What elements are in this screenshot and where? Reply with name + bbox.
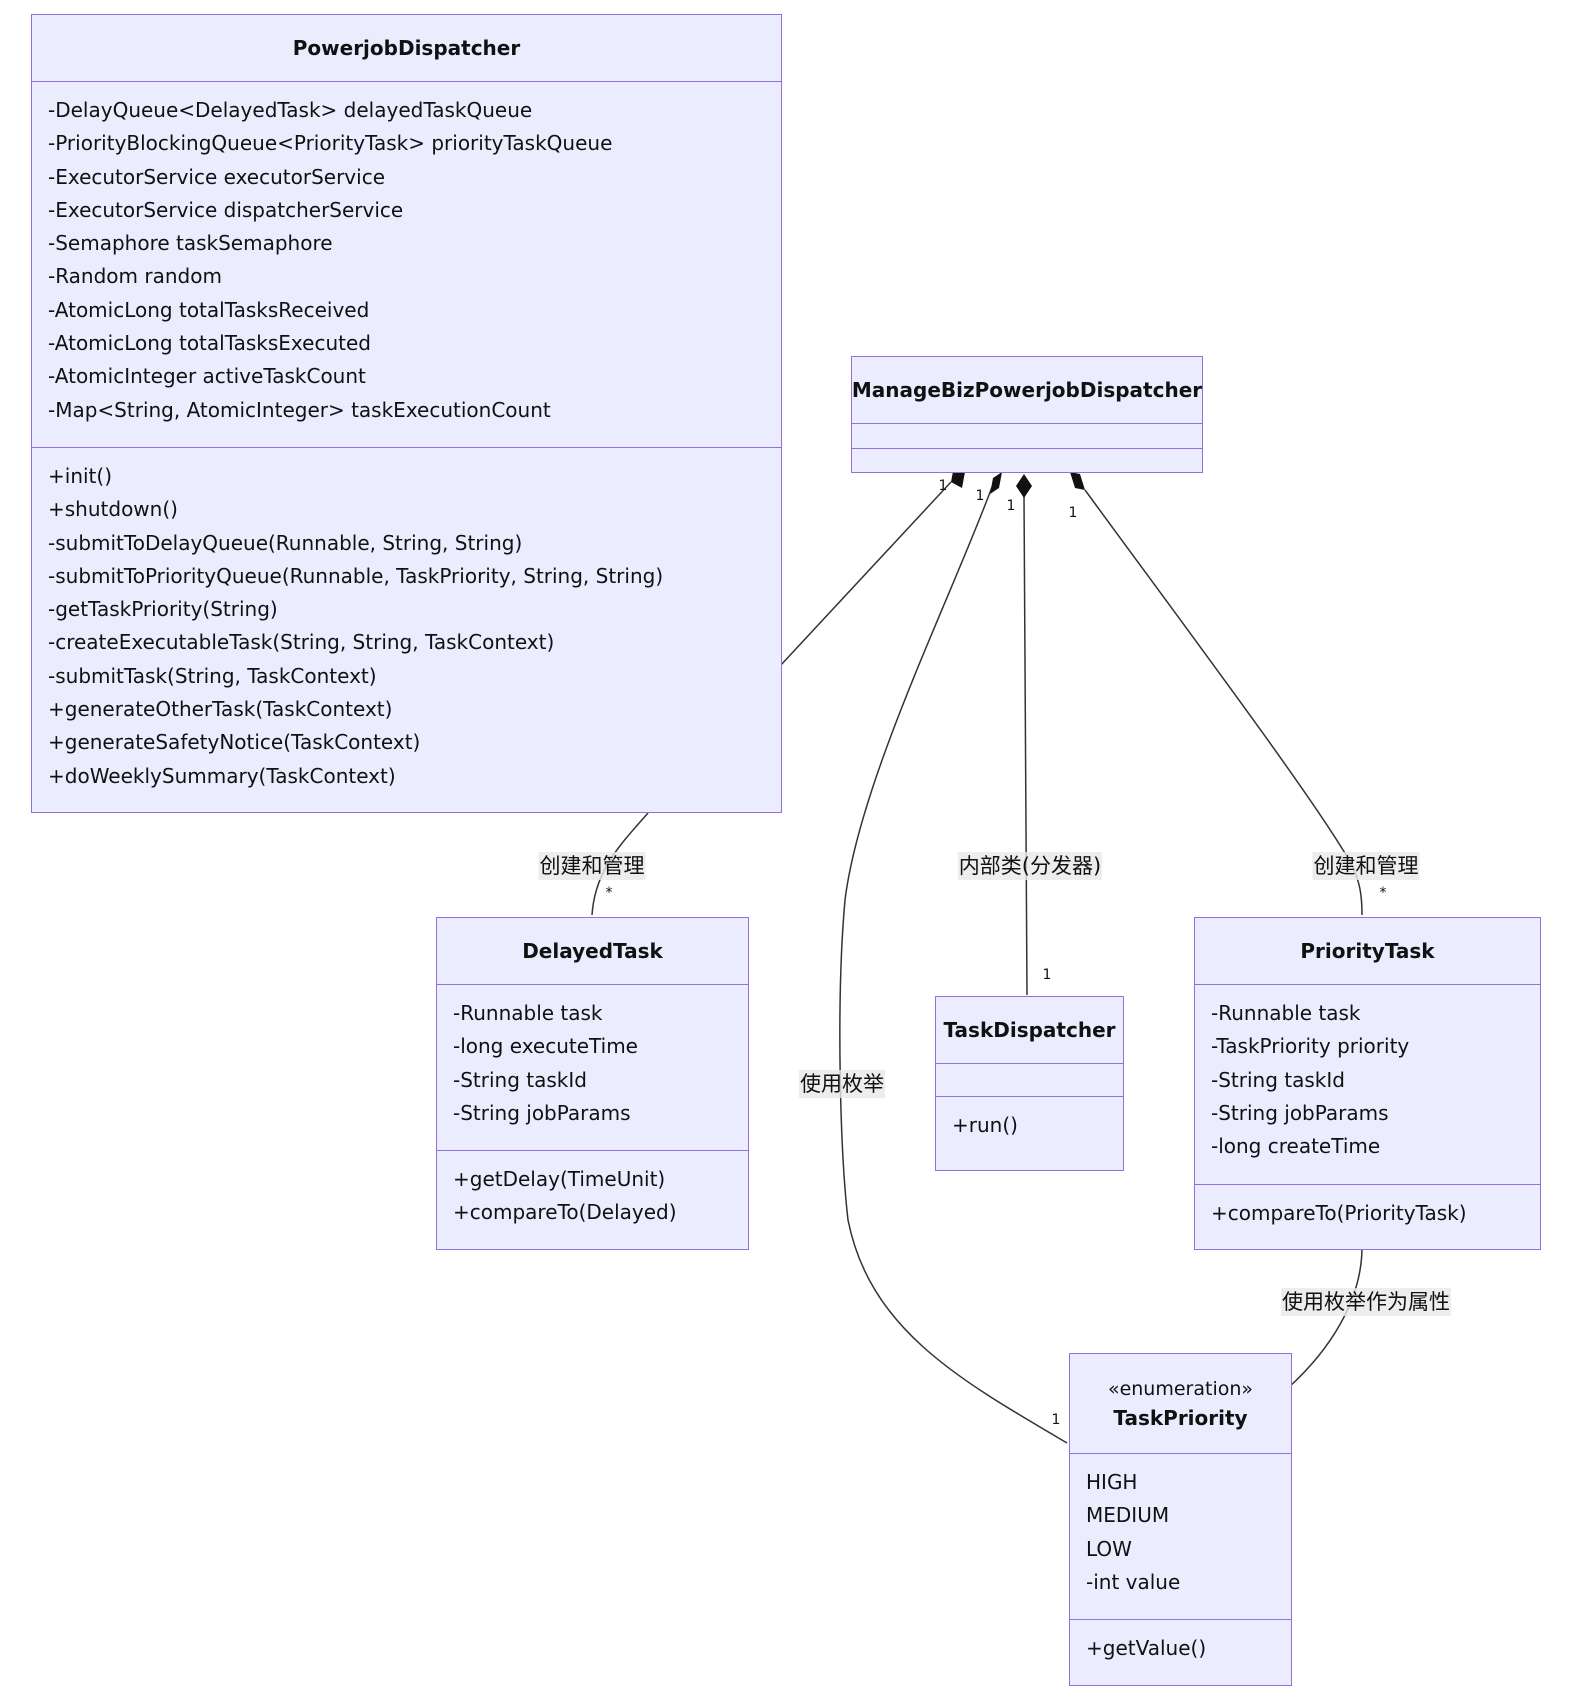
attribute: -Map<String, AtomicInteger> taskExecutio…	[48, 397, 551, 422]
class-header: DelayedTask	[437, 918, 748, 985]
multiplicity-manage-dispatcher-source: 1	[1006, 498, 1016, 514]
multiplicity-manage-enum-source: 1	[975, 488, 985, 504]
attribute: -Runnable task	[1211, 1001, 1361, 1025]
methods-section: +getValue()	[1070, 1620, 1291, 1665]
method: +getDelay(TimeUnit)	[453, 1167, 666, 1191]
enum-value: LOW	[1086, 1536, 1132, 1561]
attributes-section: -Runnable task -TaskPriority priority -S…	[1195, 985, 1540, 1185]
method: +shutdown()	[48, 497, 178, 522]
attributes-section	[936, 1064, 1123, 1097]
class-name: PriorityTask	[1300, 939, 1435, 963]
class-header: ManageBizPowerjobDispatcher	[852, 357, 1202, 424]
class-stereotype: «enumeration»	[1107, 1377, 1254, 1400]
method: +compareTo(Delayed)	[453, 1200, 677, 1225]
attribute: -long createTime	[1211, 1134, 1381, 1159]
edge-label-manage-priority: 创建和管理	[1312, 852, 1420, 880]
methods-section	[852, 449, 1202, 471]
method: -submitTask(String, TaskContext)	[48, 663, 377, 688]
attribute: -String jobParams	[1211, 1100, 1389, 1125]
attribute: -int value	[1086, 1569, 1181, 1594]
multiplicity-dispatcher-target: 1	[1042, 967, 1052, 983]
method: +generateOtherTask(TaskContext)	[48, 697, 393, 722]
method: +init()	[48, 464, 112, 488]
attribute: -Runnable task	[453, 1001, 603, 1025]
method: +compareTo(PriorityTask)	[1211, 1201, 1467, 1225]
attribute: -String jobParams	[453, 1100, 631, 1125]
multiplicity-priority-target: *	[1379, 885, 1387, 901]
attribute: -AtomicLong totalTasksExecuted	[48, 331, 371, 356]
attributes-section: -Runnable task -long executeTime -String…	[437, 985, 748, 1151]
method: +generateSafetyNotice(TaskContext)	[48, 730, 421, 755]
attribute: -long executeTime	[453, 1034, 638, 1059]
diamond-manage-priority	[1070, 472, 1085, 490]
class-task-priority[interactable]: «enumeration» TaskPriority HIGH MEDIUM L…	[1069, 1353, 1292, 1686]
edge-label-powerjob-delayed: 创建和管理	[538, 852, 646, 880]
enum-value: MEDIUM	[1086, 1503, 1170, 1528]
methods-section: +compareTo(PriorityTask)	[1195, 1185, 1540, 1230]
attribute: -TaskPriority priority	[1211, 1034, 1410, 1059]
attribute: -AtomicInteger activeTaskCount	[48, 364, 366, 389]
methods-section: +init() +shutdown() -submitToDelayQueue(…	[32, 448, 781, 793]
method: -createExecutableTask(String, String, Ta…	[48, 630, 555, 655]
method: -getTaskPriority(String)	[48, 597, 278, 622]
class-header: PowerjobDispatcher	[32, 15, 781, 82]
multiplicity-manage-powerjob: 1	[938, 478, 948, 494]
attribute: -Random random	[48, 264, 222, 289]
class-header: PriorityTask	[1195, 918, 1540, 985]
methods-section: +getDelay(TimeUnit) +compareTo(Delayed)	[437, 1151, 748, 1230]
class-header: «enumeration» TaskPriority	[1070, 1354, 1291, 1454]
multiplicity-enum-target: 1	[1051, 1412, 1061, 1428]
class-name: TaskDispatcher	[943, 1018, 1116, 1042]
class-name: DelayedTask	[522, 939, 663, 963]
class-powerjob-dispatcher[interactable]: PowerjobDispatcher -DelayQueue<DelayedTa…	[31, 14, 782, 813]
edge-manage-enum	[839, 486, 1068, 1444]
edge-manage-priority	[1084, 489, 1363, 916]
class-manage-biz-powerjob-dispatcher[interactable]: ManageBizPowerjobDispatcher	[851, 356, 1203, 473]
class-name: ManageBizPowerjobDispatcher	[851, 378, 1203, 402]
attribute: -DelayQueue<DelayedTask> delayedTaskQueu…	[48, 98, 533, 122]
method: -submitToPriorityQueue(Runnable, TaskPri…	[48, 563, 664, 588]
attributes-section: -DelayQueue<DelayedTask> delayedTaskQueu…	[32, 82, 781, 448]
class-header: TaskDispatcher	[936, 997, 1123, 1064]
edge-label-manage-enum: 使用枚举	[799, 1070, 885, 1098]
attribute: -AtomicLong totalTasksReceived	[48, 297, 370, 322]
method: +getValue()	[1086, 1636, 1207, 1660]
attribute: -ExecutorService dispatcherService	[48, 197, 404, 222]
method: +run()	[952, 1113, 1018, 1137]
attribute: -String taskId	[453, 1067, 587, 1092]
edge-label-priority-enum: 使用枚举作为属性	[1281, 1288, 1451, 1316]
method: +doWeeklySummary(TaskContext)	[48, 763, 396, 788]
diamond-manage-dispatcher	[1016, 474, 1032, 498]
class-priority-task[interactable]: PriorityTask -Runnable task -TaskPriorit…	[1194, 917, 1541, 1250]
attribute: -PriorityBlockingQueue<PriorityTask> pri…	[48, 131, 613, 156]
class-name: TaskPriority	[1113, 1405, 1248, 1430]
attributes-section	[852, 424, 1202, 449]
enum-value: HIGH	[1086, 1470, 1138, 1494]
attributes-section: HIGH MEDIUM LOW -int value	[1070, 1454, 1291, 1620]
attribute: -String taskId	[1211, 1067, 1345, 1092]
edge-manage-powerjob	[779, 481, 952, 667]
attribute: -Semaphore taskSemaphore	[48, 231, 333, 256]
edge-priority-enum	[1287, 1246, 1363, 1389]
multiplicity-delayed-target: *	[605, 885, 613, 901]
multiplicity-manage-priority-source: 1	[1068, 505, 1078, 521]
class-task-dispatcher[interactable]: TaskDispatcher +run()	[935, 996, 1124, 1171]
method: -submitToDelayQueue(Runnable, String, St…	[48, 530, 523, 555]
attribute: -ExecutorService executorService	[48, 164, 385, 189]
class-delayed-task[interactable]: DelayedTask -Runnable task -long execute…	[436, 917, 749, 1250]
edge-manage-dispatcher	[1023, 495, 1028, 996]
diamond-manage-enum	[990, 472, 1002, 494]
edge-label-manage-dispatcher: 内部类(分发器)	[957, 852, 1103, 880]
class-name: PowerjobDispatcher	[292, 36, 521, 60]
methods-section: +run()	[936, 1097, 1123, 1142]
